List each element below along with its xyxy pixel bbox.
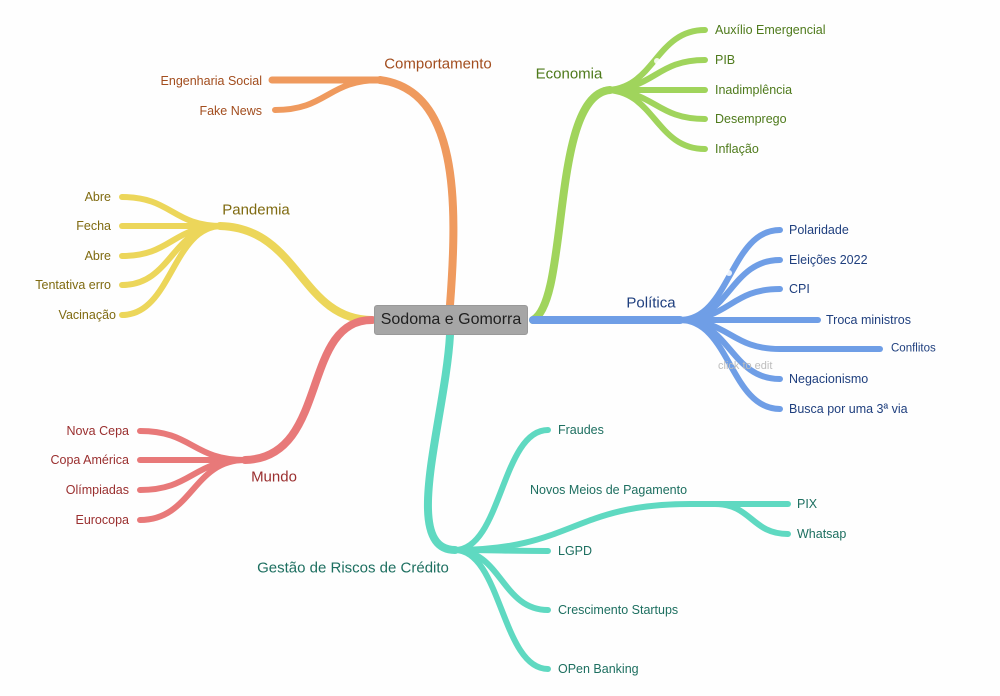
topic-economia[interactable]: Economia xyxy=(535,65,603,83)
branch-gestao-leaf-2 xyxy=(452,547,551,613)
branch-pandemia xyxy=(216,222,376,324)
leaf-tentativa-erro[interactable]: Tentativa erro xyxy=(35,277,111,292)
leaf-inflacao[interactable]: Inflação xyxy=(715,141,759,156)
branch-gestao-leaf-0 xyxy=(452,427,551,553)
branch-gestao xyxy=(423,331,459,554)
leaf-whatsap[interactable]: Whatsap xyxy=(797,526,847,541)
leaf-lgpd[interactable]: LGPD xyxy=(558,543,593,558)
leaf-cpi[interactable]: CPI xyxy=(789,281,810,296)
branch-politica-leaf-5 xyxy=(677,317,783,412)
click-to-edit-hint: click to edit xyxy=(718,360,773,372)
leaf-fecha[interactable]: Fecha xyxy=(76,218,111,233)
leaf-engenharia-social[interactable]: Engenharia Social xyxy=(160,73,262,88)
leaf-copa-america[interactable]: Copa América xyxy=(50,452,129,467)
leaf-eurocopa[interactable]: Eurocopa xyxy=(75,512,129,527)
branch-mundo xyxy=(241,316,376,464)
branch-novos-meios xyxy=(452,501,693,553)
branch-comportamento xyxy=(376,76,458,309)
leaf-pix[interactable]: PIX xyxy=(797,496,818,511)
topic-politica[interactable]: Política xyxy=(626,294,676,312)
collapse-dot-economia[interactable] xyxy=(654,58,660,64)
branch-pandemia-leaf-0 xyxy=(119,194,225,229)
leaf-vacinacao[interactable]: Vacinação xyxy=(58,307,116,322)
leaf-open-banking[interactable]: OPen Banking xyxy=(558,661,639,676)
leaf-conflitos[interactable]: Conflitos xyxy=(891,342,936,355)
leaf-negacionismo[interactable]: Negacionismo xyxy=(789,371,869,386)
leaf-abre-2[interactable]: Abre xyxy=(84,248,111,263)
leaf-fraudes[interactable]: Fraudes xyxy=(558,422,604,437)
branch-mundo-leaf-0 xyxy=(137,428,248,463)
leaf-troca-ministros[interactable]: Troca ministros xyxy=(826,312,911,327)
topic-pandemia[interactable]: Pandemia xyxy=(222,201,290,219)
leaf-eleicoes-2022[interactable]: Eleições 2022 xyxy=(789,252,868,267)
branch-whatsap xyxy=(712,501,791,537)
leaf-crescimento-startups[interactable]: Crescimento Startups xyxy=(558,602,679,617)
topic-mundo[interactable]: Mundo xyxy=(251,468,297,486)
leaf-pib[interactable]: PIB xyxy=(715,52,736,67)
collapse-dot-politica[interactable] xyxy=(726,270,732,276)
branch-economia-leaf-4 xyxy=(602,87,708,152)
root-node[interactable]: Sodoma e Gomorra xyxy=(374,305,528,335)
leaf-olimpiadas[interactable]: Olímpiadas xyxy=(65,482,129,497)
branch-gestao-leaf-3 xyxy=(452,547,551,672)
leaf-busca-3a-via[interactable]: Busca por uma 3ª via xyxy=(789,401,908,416)
leaf-polaridade[interactable]: Polaridade xyxy=(789,222,849,237)
topic-comportamento[interactable]: Comportamento xyxy=(384,55,492,73)
branch-economia xyxy=(529,86,614,324)
leaf-abre-1[interactable]: Abre xyxy=(84,189,111,204)
leaf-nova-cepa[interactable]: Nova Cepa xyxy=(66,423,129,438)
branch-mundo-leaf-3 xyxy=(137,457,248,523)
topic-gestao-riscos[interactable]: Gestão de Riscos de Crédito xyxy=(257,559,449,577)
branch-fake-news xyxy=(272,77,383,113)
leaf-inadimplencia[interactable]: Inadimplência xyxy=(715,82,793,97)
leaf-novos-meios-pagamento[interactable]: Novos Meios de Pagamento xyxy=(530,482,688,497)
leaf-desemprego[interactable]: Desemprego xyxy=(715,111,787,126)
leaf-fake-news[interactable]: Fake News xyxy=(199,103,262,118)
leaf-auxilio-emergencial[interactable]: Auxílio Emergencial xyxy=(715,22,826,37)
branch-pandemia-leaf-4 xyxy=(119,223,225,318)
